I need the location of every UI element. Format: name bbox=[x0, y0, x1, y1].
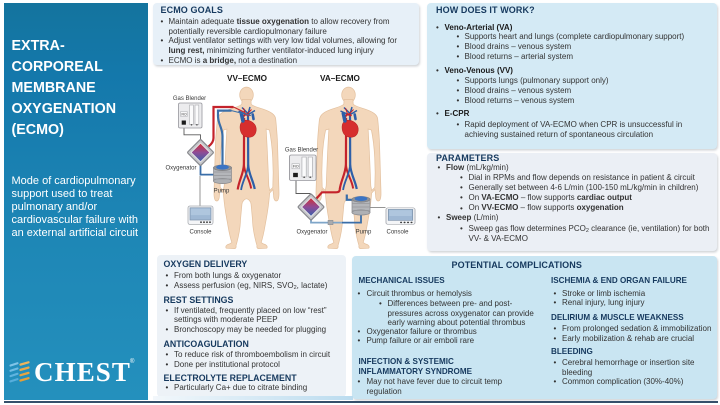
svg-text:Pump: Pump bbox=[214, 188, 230, 194]
svg-text:Pump: Pump bbox=[356, 230, 372, 236]
svg-text:Console: Console bbox=[189, 229, 212, 235]
svg-text:Gas Blender: Gas Blender bbox=[173, 96, 206, 102]
svg-text:Gas Blender: Gas Blender bbox=[285, 148, 318, 154]
svg-text:Console: Console bbox=[386, 230, 409, 236]
svg-text:Oxygenator: Oxygenator bbox=[296, 230, 327, 236]
svg-text:Oxygenator: Oxygenator bbox=[165, 166, 196, 172]
